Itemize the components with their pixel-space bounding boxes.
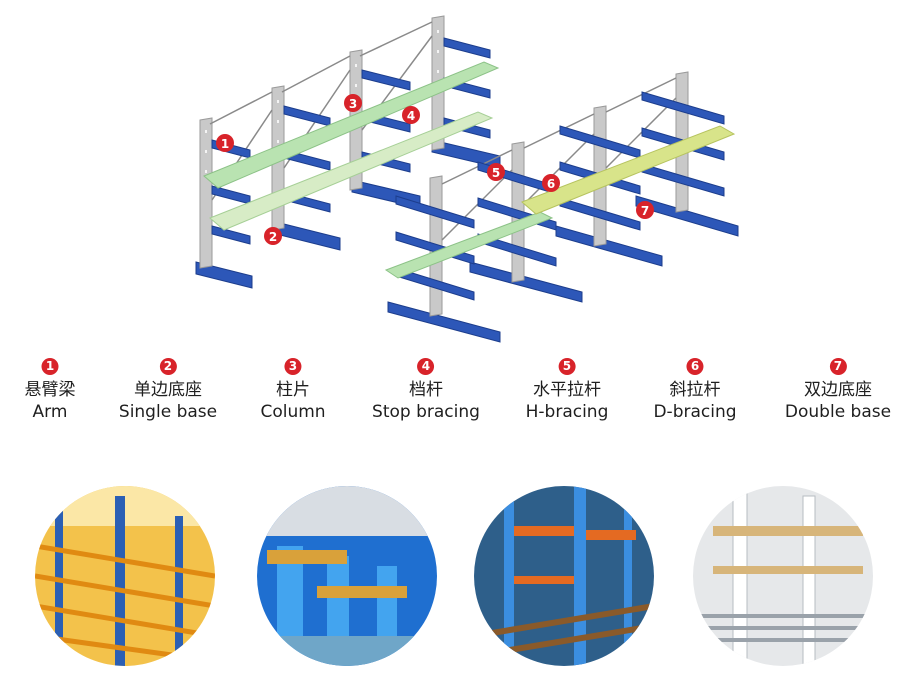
legend-label-en: H-bracing	[525, 402, 609, 422]
svg-text:7: 7	[641, 204, 649, 218]
photo-blue-orange-cantilever-racks	[474, 486, 654, 666]
photo-blue-warehouse-racks	[257, 486, 437, 666]
photo-orange-cantilever-racks	[35, 486, 215, 666]
callout-1: 1	[216, 134, 234, 152]
legend-number: 7	[829, 358, 847, 375]
svg-text:5: 5	[492, 166, 500, 180]
legend-label-zh: 斜拉杆	[669, 380, 721, 400]
example-photos	[0, 486, 923, 676]
callout-5: 5	[487, 163, 505, 181]
svg-text:2: 2	[269, 230, 277, 244]
parts-legend: 1 悬臂梁 Arm 2 单边底座 Single base 3 柱片 Column…	[0, 355, 923, 445]
legend-label-en: Single base	[118, 402, 218, 422]
double-sided-rack	[384, 71, 739, 343]
legend-number: 4	[417, 358, 435, 375]
svg-text:1: 1	[221, 137, 229, 151]
legend-label-zh: 档杆	[408, 380, 443, 400]
legend-label-en: Stop bracing	[372, 402, 480, 422]
callout-markers: 1 2 3 4 5 6 7	[216, 94, 654, 245]
legend-label-zh: 柱片	[275, 380, 310, 400]
legend-number: 2	[159, 358, 177, 375]
legend-label-zh: 悬臂梁	[24, 380, 76, 400]
legend-item-column: 3 柱片 Column	[260, 355, 326, 423]
photo-white-aluminum-racks	[693, 486, 873, 666]
legend-item-arm: 1 悬臂梁 Arm	[25, 355, 76, 423]
legend-number: 1	[41, 358, 59, 375]
callout-7: 7	[636, 201, 654, 219]
legend-number: 3	[284, 358, 302, 375]
legend-label-zh: 水平拉杆	[532, 380, 601, 400]
svg-text:4: 4	[407, 109, 415, 123]
callout-4: 4	[402, 106, 420, 124]
legend-item-d-bracing: 6 斜拉杆 D-bracing	[653, 355, 737, 423]
callout-6: 6	[542, 174, 560, 192]
legend-item-double-base: 7 双边底座 Double base	[785, 355, 891, 423]
legend-label-en: Arm	[32, 402, 68, 422]
single-sided-rack	[195, 15, 501, 289]
legend-label-zh: 双边底座	[803, 380, 872, 400]
callout-3: 3	[344, 94, 362, 112]
legend-label-en: Double base	[784, 402, 892, 422]
legend-item-stop-bracing: 4 档杆 Stop bracing	[372, 355, 480, 423]
legend-label-zh: 单边底座	[133, 380, 202, 400]
legend-item-single-base: 2 单边底座 Single base	[119, 355, 217, 423]
svg-text:6: 6	[547, 177, 555, 191]
legend-label-en: Column	[260, 402, 326, 422]
callout-2: 2	[264, 227, 282, 245]
cantilever-rack-diagram: 1 2 3 4 5 6 7	[195, 15, 739, 343]
legend-label-en: D-bracing	[653, 402, 737, 422]
svg-text:3: 3	[349, 97, 357, 111]
legend-number: 6	[686, 358, 704, 375]
legend-number: 5	[558, 358, 576, 375]
legend-item-h-bracing: 5 水平拉杆 H-bracing	[525, 355, 609, 423]
